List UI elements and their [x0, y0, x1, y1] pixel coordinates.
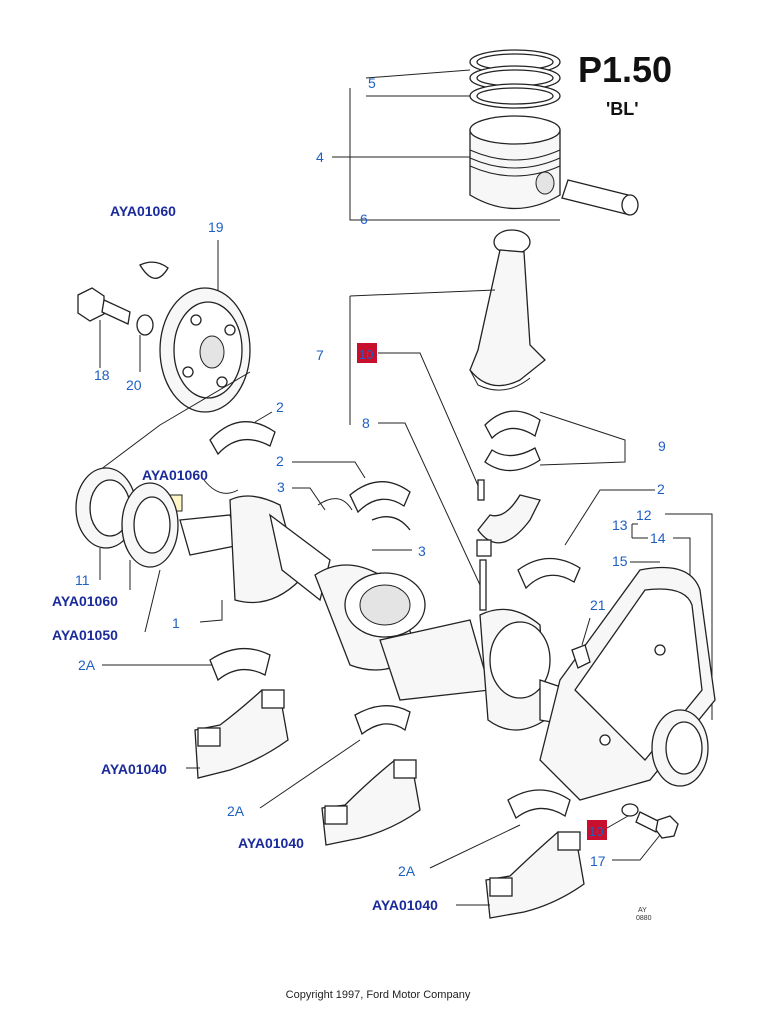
part-code-aya01060-top: AYA01060	[110, 203, 176, 219]
dowel	[571, 644, 591, 669]
callout-21: 21	[590, 597, 606, 613]
callout-2-c: 2	[657, 481, 665, 497]
diagram-title: P1.50	[578, 49, 672, 90]
main-bearing-shell-1	[209, 421, 276, 456]
main-bearing-cap-1	[194, 689, 289, 779]
callout-19: 19	[208, 219, 224, 235]
rear-seal-carrier	[539, 566, 716, 801]
front-oil-seal	[75, 467, 137, 549]
crankshaft	[179, 495, 601, 731]
callout-2-a: 2	[276, 399, 284, 415]
part-code-aya01040-1: AYA01040	[101, 761, 167, 777]
callout-11: 11	[75, 572, 90, 588]
crank-timing-sprocket	[121, 482, 179, 568]
part-code-aya01050: AYA01050	[52, 627, 118, 643]
callout-20: 20	[126, 377, 142, 393]
part-code-aya01060-mid: AYA01060	[142, 467, 208, 483]
callout-5: 5	[368, 75, 376, 91]
callout-10-bottom: 10	[589, 824, 603, 839]
callout-3-a: 3	[277, 479, 285, 495]
main-bearing-shell-3	[517, 557, 581, 590]
callout-13: 13	[612, 517, 628, 533]
piston	[469, 115, 561, 210]
callout-2A-1: 2A	[78, 657, 96, 673]
housing-bolt	[621, 803, 679, 839]
connecting-rod	[469, 229, 546, 391]
callout-4: 4	[316, 149, 324, 165]
woodruff-key	[139, 261, 169, 279]
diagram-subtitle: 'BL'	[606, 99, 639, 119]
gudgeon-pin	[561, 179, 639, 216]
copyright-text: Copyright 1997, Ford Motor Company	[286, 989, 471, 1001]
callout-2A-3: 2A	[398, 863, 416, 879]
piston-rings	[469, 49, 561, 109]
callout-1: 1	[172, 615, 180, 631]
highlight-10-bottom	[587, 820, 607, 840]
crank-pulley	[159, 287, 251, 413]
callout-6: 6	[360, 211, 368, 227]
highlight-10-top	[357, 343, 377, 363]
main-bearing-cap-2	[321, 759, 421, 846]
callout-2A-2: 2A	[227, 803, 245, 819]
callout-10-top: 10	[359, 347, 373, 362]
rod-bearing-shells	[484, 410, 541, 472]
callout-3-b: 3	[418, 543, 426, 559]
thrust-washer	[371, 516, 411, 531]
lower-bearing-shell-2	[354, 705, 411, 736]
part-code-aya01060-left: AYA01060	[52, 593, 118, 609]
callout-18: 18	[94, 367, 110, 383]
callout-7: 7	[316, 347, 324, 363]
main-bearing-cap-3	[485, 831, 585, 919]
rod-cap	[476, 479, 541, 611]
main-bearing-shell-2	[349, 481, 411, 514]
callout-2-b: 2	[276, 453, 284, 469]
washer	[136, 314, 154, 336]
lower-bearing-shell-1	[209, 647, 271, 682]
pulley-bolt	[77, 287, 131, 325]
callout-9: 9	[658, 438, 666, 454]
part-code-aya01040-2: AYA01040	[238, 835, 304, 851]
lower-bearing-shell-3	[507, 789, 571, 820]
callout-8: 8	[362, 415, 370, 431]
callout-12: 12	[636, 507, 652, 523]
callout-15: 15	[612, 553, 628, 569]
callout-17: 17	[590, 853, 606, 869]
part-code-aya01040-3: AYA01040	[372, 897, 438, 913]
callout-14: 14	[650, 530, 666, 546]
